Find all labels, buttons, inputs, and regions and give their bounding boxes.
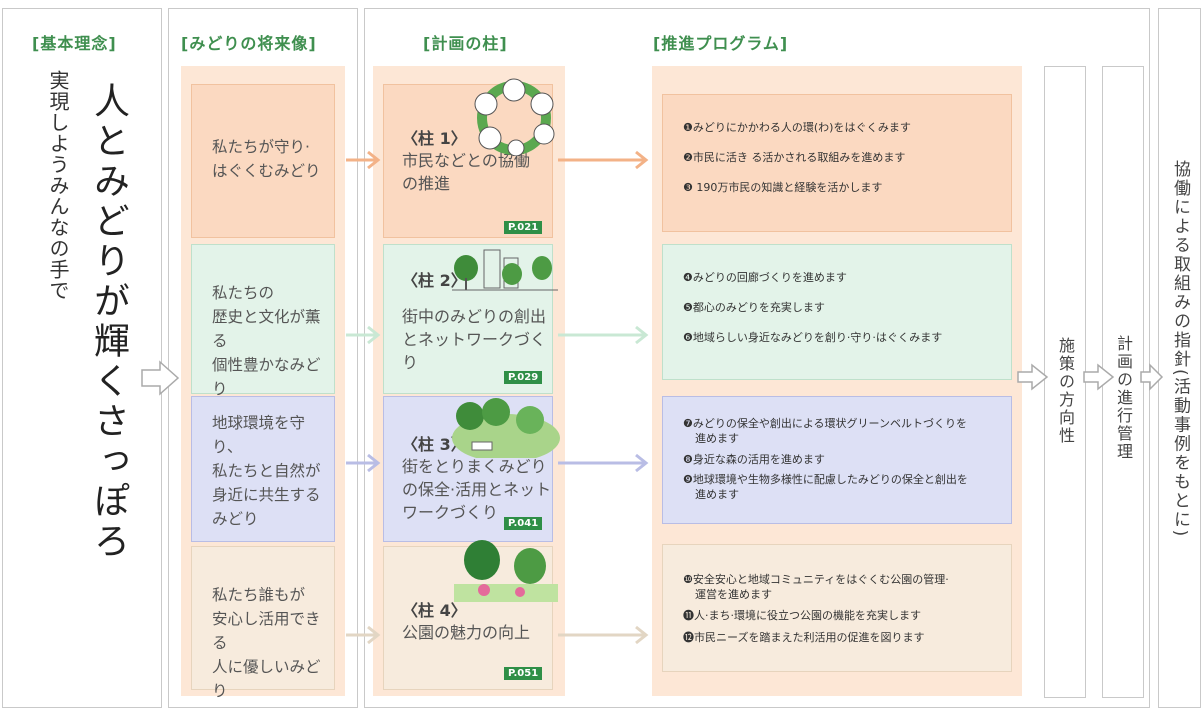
pillar-text-3: 街をとりまくみどり の保全·活用とネット ワークづくり xyxy=(402,457,552,522)
vision-box-3: 地球環境を守り、 私たちと自然が 身近に共生する みどり xyxy=(191,396,335,542)
page-tag-4: P.051 xyxy=(504,667,543,680)
forest-landscape-icon xyxy=(452,398,560,458)
program-line: ⓬市民ニーズを踏まえた利活用の促進を図ります xyxy=(683,631,925,644)
header-pillars: [計画の柱] xyxy=(423,34,508,53)
arrow-philosophy-icon xyxy=(141,360,180,396)
vision-text-2: 私たちの 歴史と文化が薫る 個性豊かなみどり xyxy=(212,284,321,398)
vision-box-2: 私たちの 歴史と文化が薫る 個性豊かなみどり xyxy=(191,244,335,398)
pillar-title-1: 〈柱 1〉 xyxy=(402,129,467,148)
park-trees-icon xyxy=(454,540,558,602)
philosophy-sub: 実現しようみんなの手で xyxy=(46,70,70,301)
direction-box: 施策の方向性 xyxy=(1044,66,1086,698)
pillar-text-2: 街中のみどりの創出 とネットワークづくり xyxy=(402,307,547,372)
program-line: ❻地域らしい身近なみどりを創り·守り·はぐくみます xyxy=(683,331,943,344)
pillar-text-1: 市民などとの協働 の推進 xyxy=(402,151,530,193)
program-line: 進めます xyxy=(695,488,739,501)
program-line: ❶みどりにかかわる人の環(わ)をはぐくみます xyxy=(683,121,911,134)
header-programs: [推進プログラム] xyxy=(653,34,789,53)
program-line: ❼みどりの保全や創出による環状グリーンベルトづくりを xyxy=(683,417,967,430)
pillar-box-1: 〈柱 1〉 市民などとの協働 の推進 P.021 xyxy=(383,84,553,238)
pillar-title-3: 〈柱 3〉 xyxy=(402,435,467,454)
arrow-management-icon xyxy=(1083,363,1115,391)
vision-text-1: 私たちが守り· はぐくむみどり xyxy=(212,138,321,180)
program-box-1: ❶みどりにかかわる人の環(わ)をはぐくみます ❷市民に活き る活かされる取組みを… xyxy=(662,94,1012,232)
program-box-4: ❿安全安心と地域コミュニティをはぐくむ公園の管理· 運営を進めます ⓫人·まち·… xyxy=(662,544,1012,672)
page-tag-1: P.021 xyxy=(504,221,543,234)
program-column: ❶みどりにかかわる人の環(わ)をはぐくみます ❷市民に活き る活かされる取組みを… xyxy=(652,66,1022,696)
vision-box-4: 私たち誰もが 安心し活用できる 人に優しいみどり xyxy=(191,546,335,700)
program-line: ❿安全安心と地域コミュニティをはぐくむ公園の管理· xyxy=(683,573,949,586)
arrow-guideline-icon xyxy=(1140,363,1164,391)
program-box-3: ❼みどりの保全や創出による環状グリーンベルトづくりを 進めます ❽身近な森の活用… xyxy=(662,396,1012,524)
program-line: 運営を進めます xyxy=(695,588,772,601)
program-line: ❸ 190万市民の知識と経験を活かします xyxy=(683,181,883,194)
philosophy-panel xyxy=(2,8,162,708)
vision-column: 私たちが守り· はぐくむみどり 私たちの 歴史と文化が薫る 個性豊かなみどり 地… xyxy=(181,66,345,700)
vision-box-1: 私たちが守り· はぐくむみどり xyxy=(191,84,335,238)
page-tag-3: P.041 xyxy=(504,517,543,530)
program-line: ❷市民に活き る活かされる取組みを進めます xyxy=(683,151,906,164)
program-line: ❺都心のみどりを充実します xyxy=(683,301,825,314)
direction-text: 施策の方向性 xyxy=(1056,337,1075,445)
program-line: 進めます xyxy=(695,432,739,445)
pillar-title-2: 〈柱 2〉 xyxy=(402,271,467,290)
connector-arrows xyxy=(346,150,649,645)
management-box: 計画の進行管理 xyxy=(1102,66,1144,698)
philosophy-main: 人とみどりが輝くさっぽろ xyxy=(88,82,129,562)
city-trees-icon xyxy=(452,249,558,291)
header-philosophy: [基本理念] xyxy=(32,34,117,53)
pillar-text-4: 公園の魅力の向上 xyxy=(402,623,531,642)
program-box-2: ❹みどりの回廊づくりを進めます ❺都心のみどりを充実します ❻地域らしい身近なみ… xyxy=(662,244,1012,380)
people-ring-icon xyxy=(474,78,555,156)
program-line: ❹みどりの回廊づくりを進めます xyxy=(683,271,847,284)
guideline-text: 協働による取組みの指針(活動事例をもとに) xyxy=(1170,160,1190,539)
vision-text-4: 私たち誰もが 安心し活用できる 人に優しいみどり xyxy=(212,586,321,700)
program-line: ❾地球環境や生物多様性に配慮したみどりの保全と創出を xyxy=(683,473,968,486)
vision-text-3: 地球環境を守り、 私たちと自然が 身近に共生する みどり xyxy=(212,414,321,528)
arrow-direction-icon xyxy=(1017,363,1049,391)
page-tag-2: P.029 xyxy=(504,371,543,384)
pillar-title-4: 〈柱 4〉 xyxy=(402,601,467,620)
header-vision: [みどりの将来像] xyxy=(181,34,317,53)
management-text: 計画の進行管理 xyxy=(1114,335,1133,461)
program-line: ⓫人·まち·環境に役立つ公園の機能を充実します xyxy=(683,609,921,622)
program-line: ❽身近な森の活用を進めます xyxy=(683,453,825,466)
